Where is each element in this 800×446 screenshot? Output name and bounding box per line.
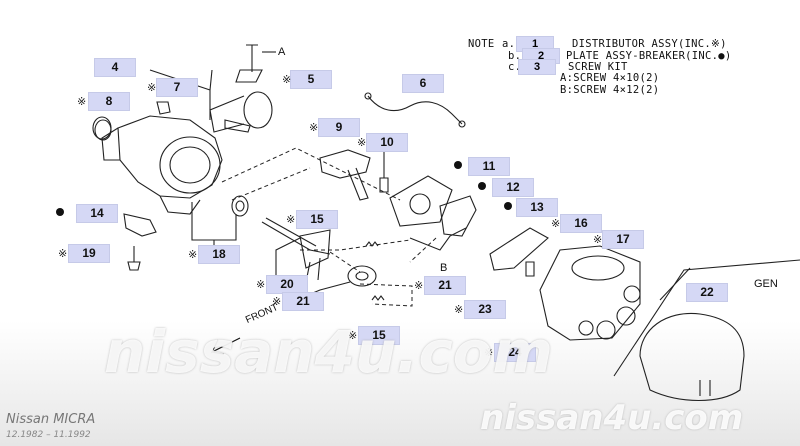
star-marker: ※ [484, 346, 494, 359]
star-marker: ※ [348, 329, 358, 342]
gen-label: GEN [754, 278, 778, 290]
callout-20[interactable]: 20 [266, 275, 308, 294]
callout-21-right[interactable]: 21 [424, 276, 466, 295]
note-row-c-num: 3 [518, 59, 556, 75]
callout-8[interactable]: 8 [88, 92, 130, 111]
callout-14[interactable]: 14 [76, 204, 118, 223]
star-marker: ※ [58, 247, 68, 260]
callout-4[interactable]: 4 [94, 58, 136, 77]
note-row-b-letter: b. [508, 50, 522, 62]
footer-model: Nissan MICRA [6, 412, 96, 427]
callout-21-left[interactable]: 21 [282, 292, 324, 311]
notes-heading: NOTE [468, 38, 495, 50]
star-marker: ※ [286, 213, 296, 226]
dot-marker [504, 202, 512, 210]
note-row-c-letter: c. [508, 61, 522, 73]
footer-years: 12.1982 – 11.1992 [6, 430, 91, 440]
star-marker: ※ [77, 95, 87, 108]
callout-23[interactable]: 23 [464, 300, 506, 319]
note-row-b-text: PLATE ASSY-BREAKER(INC.●) [566, 50, 732, 62]
watermark-corner: nissan4u.com [480, 398, 744, 438]
callout-11[interactable]: 11 [468, 157, 510, 176]
note-row-c-text: SCREW KIT [568, 61, 628, 73]
note-screw-b: B:SCREW 4×12(2) [560, 84, 660, 96]
callout-12[interactable]: 12 [492, 178, 534, 197]
watermark-main: nissan4u.com [104, 318, 553, 386]
note-row-a-letter: a. [502, 38, 516, 50]
star-marker: ※ [147, 81, 157, 94]
star-marker: ※ [282, 73, 292, 86]
callout-24[interactable]: 24 [494, 343, 536, 362]
star-marker: ※ [414, 279, 424, 292]
note-row-a-text: DISTRIBUTOR ASSY(INC.※) [572, 38, 727, 50]
callout-15-upper[interactable]: 15 [296, 210, 338, 229]
star-marker: ※ [454, 303, 464, 316]
callout-9[interactable]: 9 [318, 118, 360, 137]
screw-b-marker: B [440, 262, 448, 274]
callout-19[interactable]: 19 [68, 244, 110, 263]
screw-a-marker: A [278, 46, 286, 58]
dot-marker [56, 208, 64, 216]
dot-marker [478, 182, 486, 190]
callout-15-lower[interactable]: 15 [358, 326, 400, 345]
callout-13[interactable]: 13 [516, 198, 558, 217]
dot-marker [454, 161, 462, 169]
callout-7[interactable]: 7 [156, 78, 198, 97]
star-marker: ※ [272, 295, 282, 308]
star-marker: ※ [357, 136, 367, 149]
callout-18[interactable]: 18 [198, 245, 240, 264]
note-screw-a: A:SCREW 4×10(2) [560, 72, 660, 84]
callout-22[interactable]: 22 [686, 283, 728, 302]
star-marker: ※ [188, 248, 198, 261]
callout-10[interactable]: 10 [366, 133, 408, 152]
callout-16[interactable]: 16 [560, 214, 602, 233]
star-marker: ※ [256, 278, 266, 291]
callout-17[interactable]: 17 [602, 230, 644, 249]
callout-6[interactable]: 6 [402, 74, 444, 93]
star-marker: ※ [551, 217, 561, 230]
star-marker: ※ [593, 233, 603, 246]
callout-5[interactable]: 5 [290, 70, 332, 89]
star-marker: ※ [309, 121, 319, 134]
